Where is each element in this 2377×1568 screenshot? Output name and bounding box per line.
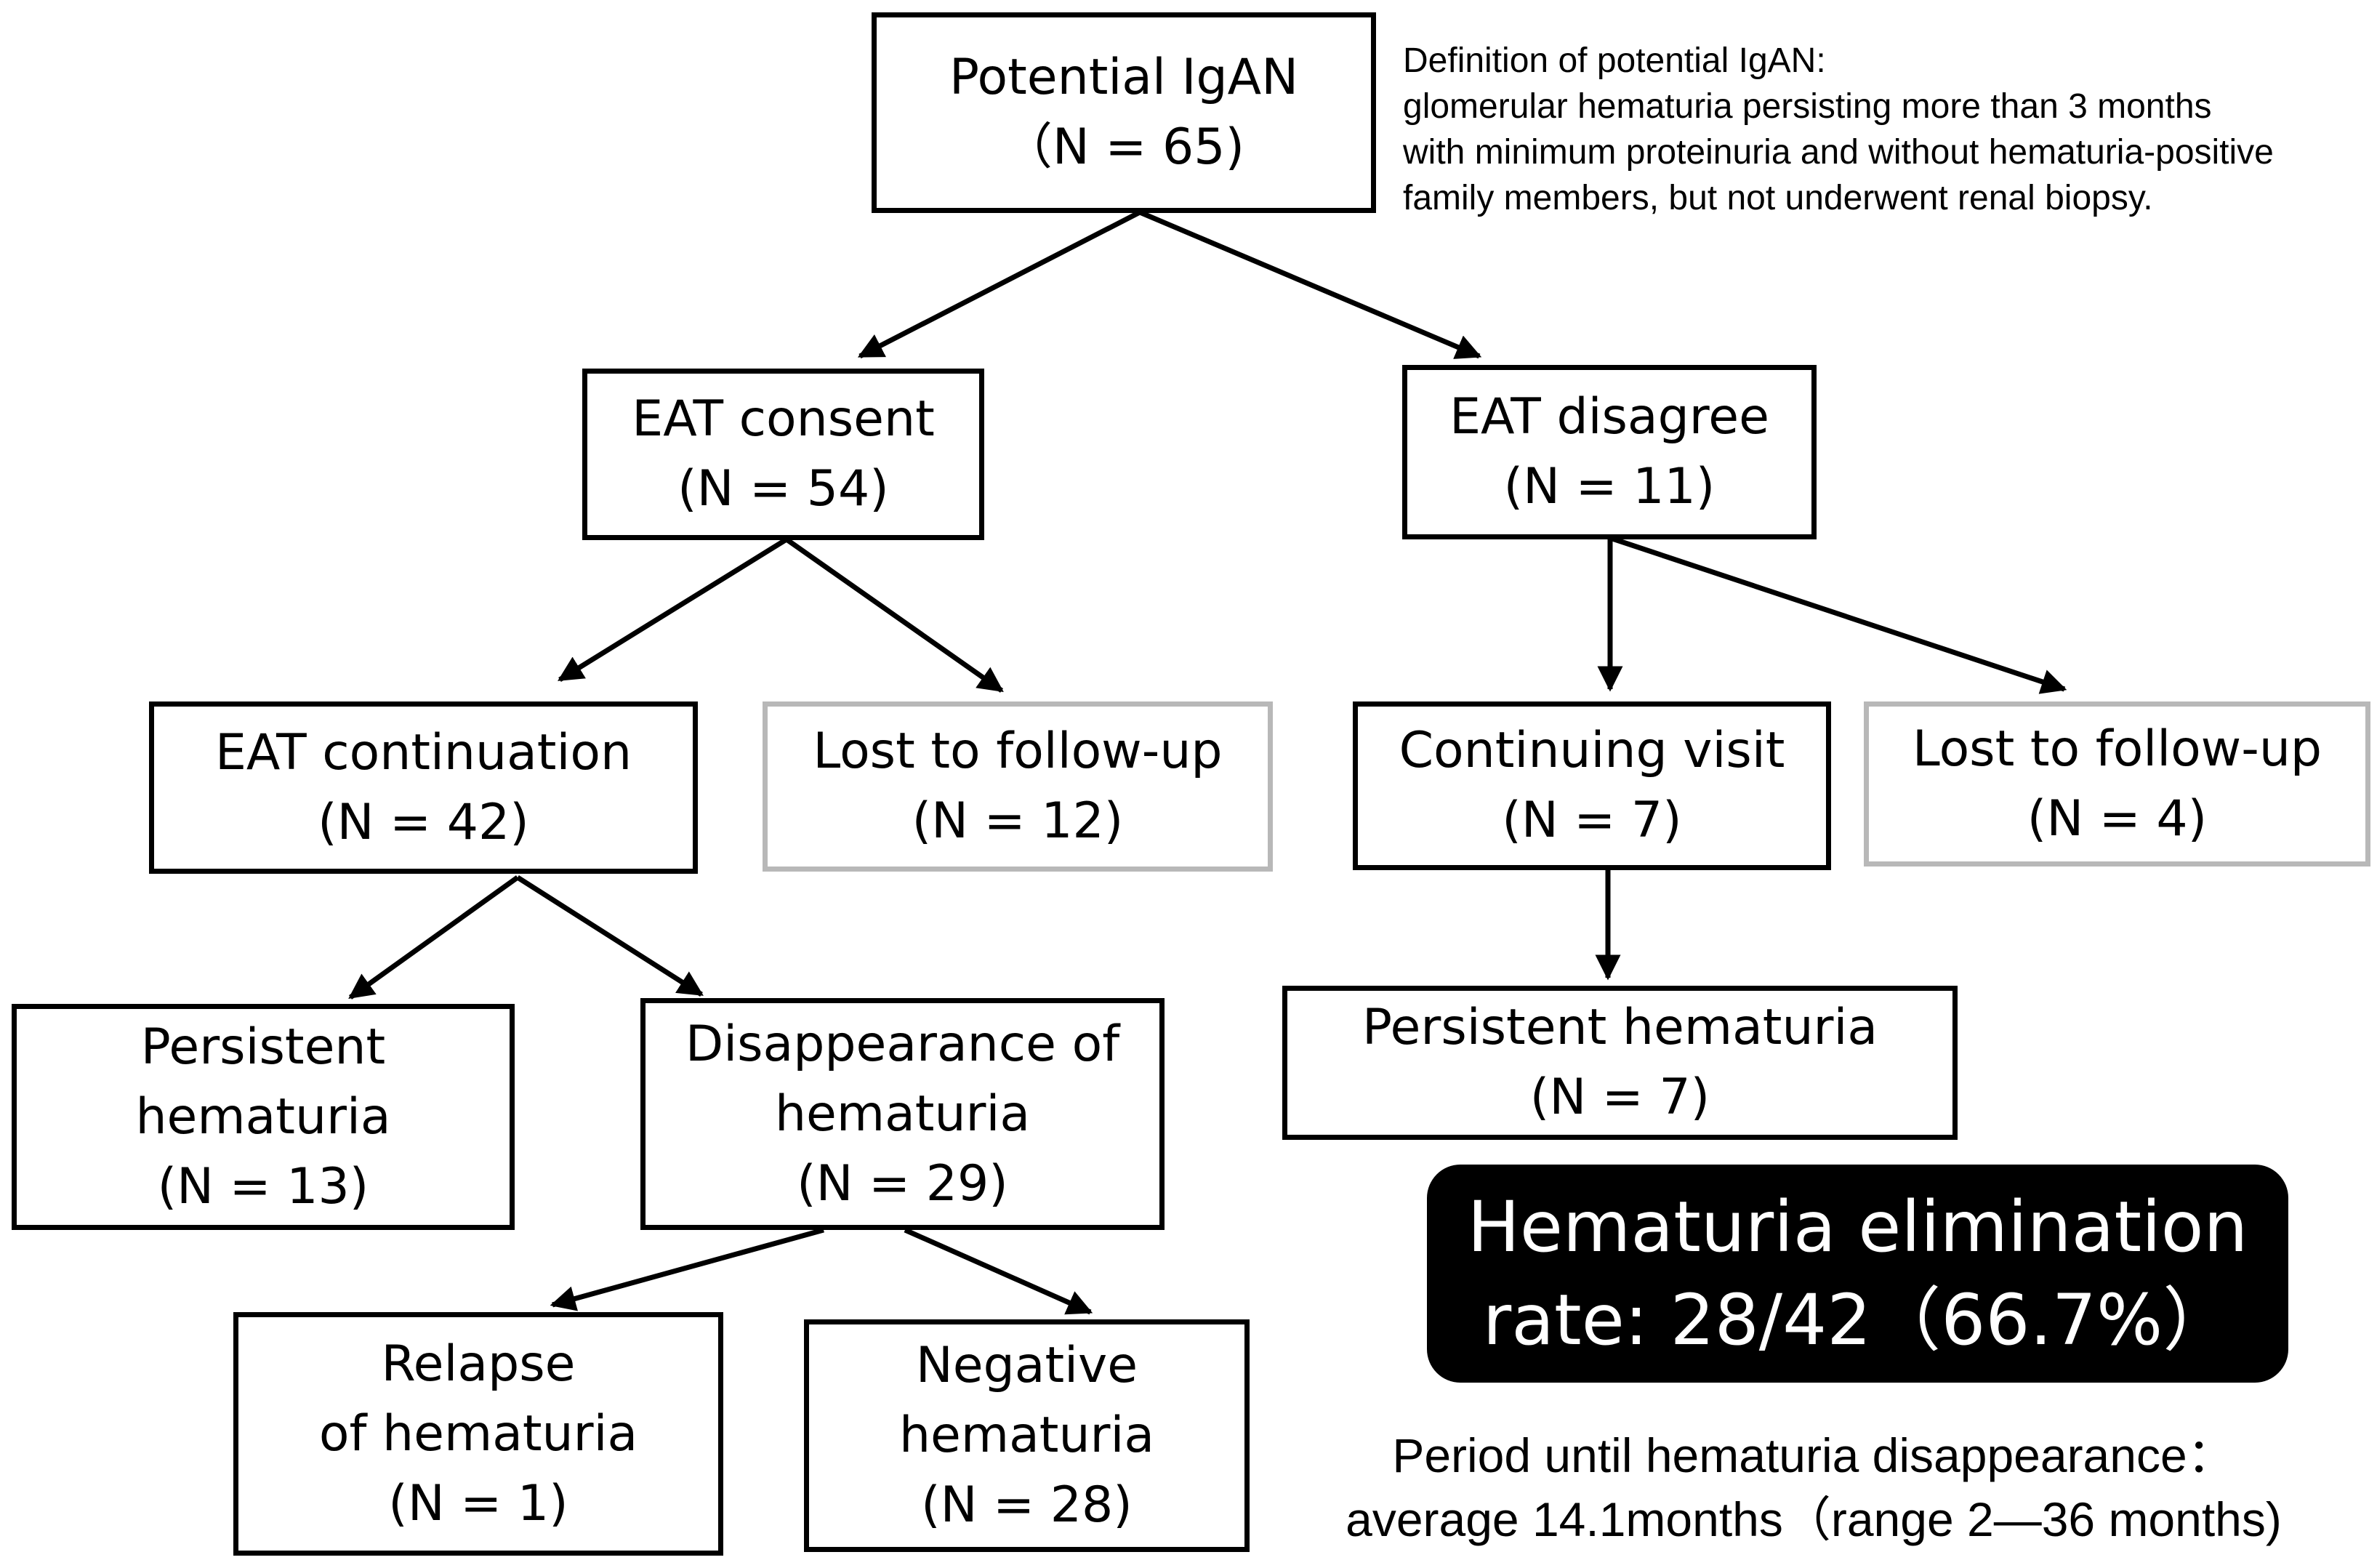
edge-disagree-to-lost	[1609, 535, 2067, 694]
node-count: (N = 7)	[1529, 1069, 1710, 1126]
node-count: (N = 42)	[318, 793, 529, 851]
edge-potential-to-consent	[857, 209, 1141, 359]
node-eat-consent: EAT consent (N = 54)	[582, 369, 984, 540]
node-label: Continuing visit	[1399, 722, 1785, 779]
node-count: (N = 28)	[921, 1476, 1133, 1534]
node-label: Persistent	[140, 1018, 386, 1076]
node-count: (N = 4)	[2027, 789, 2208, 848]
node-eat-disagree: EAT disagree (N = 11)	[1402, 365, 1817, 539]
node-potential-igan: Potential IgAN （N = 65)	[872, 12, 1376, 213]
edge-continuation-to-disappearance	[516, 875, 704, 997]
edge-consent-to-continuation	[558, 537, 788, 682]
edge-disappearance-to-negative	[904, 1227, 1093, 1315]
node-count: (N = 12)	[912, 792, 1124, 850]
node-label: Negative	[915, 1337, 1138, 1394]
period-line: Period until hematuria disappearance：	[1392, 1428, 2235, 1482]
node-label: Potential IgAN	[949, 49, 1299, 106]
node-disappearance-of-hematuria: Disappearance of hematuria (N = 29)	[640, 998, 1165, 1230]
node-label: of hematuria	[318, 1404, 638, 1463]
definition-line: glomerular hematuria persisting more tha…	[1403, 87, 2212, 126]
node-relapse-of-hematuria: Relapse of hematuria (N = 1)	[233, 1312, 723, 1556]
node-label: Lost to follow-up	[1912, 720, 2322, 778]
node-count: (N = 1)	[388, 1474, 568, 1532]
node-label: EAT disagree	[1449, 388, 1769, 446]
node-label: EAT consent	[632, 390, 935, 448]
edge-continuation-to-persistent	[348, 875, 520, 1000]
node-negative-hematuria: Negative hematuria (N = 28)	[804, 1319, 1250, 1552]
node-label: Disappearance of	[685, 1015, 1120, 1073]
node-label: hematuria	[774, 1085, 1031, 1143]
node-label: Persistent hematuria	[1362, 999, 1878, 1056]
banner-line: rate: 28/42（66.7%）	[1482, 1279, 2233, 1361]
definition-line: family members, but not underwent renal …	[1403, 179, 2153, 217]
node-count: (N = 54)	[677, 460, 889, 518]
edge-disappearance-to-relapse	[550, 1227, 824, 1311]
period-note: Period until hematuria disappearance： av…	[1279, 1423, 2348, 1551]
node-label: hematuria	[898, 1407, 1155, 1464]
node-label: EAT continuation	[214, 723, 632, 781]
definition-line: with minimum proteinuria and without hem…	[1403, 133, 2274, 172]
node-count: (N = 29)	[797, 1154, 1008, 1213]
node-label: hematuria	[135, 1087, 391, 1146]
period-line: average 14.1months（range 2—36 months)	[1346, 1492, 2282, 1546]
node-label: Relapse	[381, 1335, 576, 1393]
edge-potential-to-disagree	[1138, 209, 1482, 359]
banner-line: Hematuria elimination	[1467, 1186, 2248, 1268]
node-eat-continuation: EAT continuation (N = 42)	[149, 701, 698, 874]
node-count: (N = 11)	[1503, 458, 1716, 515]
node-continuing-visit: Continuing visit (N = 7)	[1353, 701, 1831, 870]
edge-consent-to-lost	[784, 537, 1004, 693]
definition-title: Definition of potential IgAN:	[1403, 41, 1826, 80]
node-count: (N = 7)	[1502, 792, 1682, 849]
node-persistent-hematuria-visit: Persistent hematuria (N = 7)	[1282, 986, 1958, 1140]
elimination-rate-banner: Hematuria elimination rate: 28/42（66.7%）	[1427, 1165, 2288, 1383]
definition-note: Definition of potential IgAN: glomerular…	[1403, 38, 2274, 221]
node-persistent-hematuria-continuation: Persistent hematuria (N = 13)	[12, 1004, 515, 1230]
node-count: （N = 65)	[1002, 118, 1245, 176]
node-lost-to-follow-up-consent: Lost to follow-up (N = 12)	[763, 701, 1273, 872]
node-lost-to-follow-up-disagree: Lost to follow-up (N = 4)	[1864, 701, 2370, 867]
node-count: (N = 13)	[157, 1157, 369, 1215]
node-label: Lost to follow-up	[813, 723, 1223, 780]
